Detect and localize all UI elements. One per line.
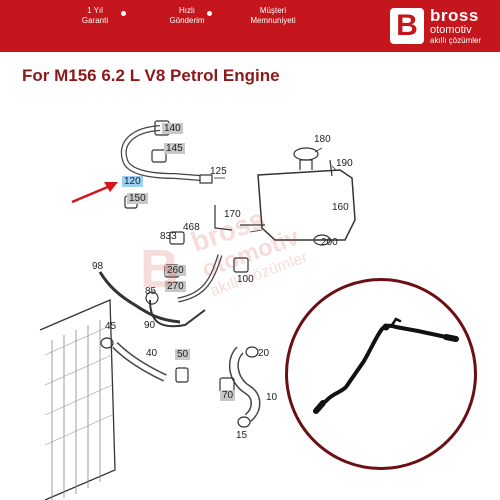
clamp-20 [245,346,259,358]
leader-170 [249,229,263,233]
hose-clip [382,323,390,331]
leader-190 [331,165,337,171]
warranty-badge: 1 Yıl Garanti [50,6,140,26]
hose-40-inner [113,343,167,381]
tag-70: 70 [220,390,236,401]
warranty-line2: Garanti [81,16,109,25]
hose-product-photo [313,317,459,414]
page-title: For M156 6.2 L V8 Petrol Engine [22,66,280,85]
pointer-arrow [71,182,118,204]
separator-dot [121,11,126,16]
label-833: 833 [160,231,177,242]
leader-180 [314,147,323,153]
radiator-outline [39,299,116,500]
label-90: 90 [144,320,156,331]
parts-diagram [39,120,356,500]
sensor-190 [329,159,333,177]
hose-end-fitting [443,334,459,342]
label-98: 98 [92,261,104,272]
label-100: 100 [237,274,254,285]
label-125: 125 [210,166,227,177]
label-15: 15 [236,430,248,441]
clamp-15 [237,416,251,428]
watermark-logo-letter: B [140,239,179,299]
label-170: 170 [224,209,241,220]
radiator-fins [51,320,101,500]
tag-120: 120 [122,176,143,187]
part-50 [175,367,189,383]
label-200: 200 [321,237,338,248]
logo-letter: B [396,9,418,42]
label-180: 180 [314,134,331,145]
satisfaction-badge: Müşteri Memnuniyeti [228,6,318,26]
tag-50: 50 [175,349,191,360]
satisfaction-line1: Müşteri [259,6,287,15]
shipping-line1: Hızlı [179,6,195,15]
hose-start-fitting [313,400,326,414]
part-85 [145,291,159,305]
tag-260: 260 [165,265,186,276]
label-40: 40 [146,348,158,359]
brand-sub: otomotiv [430,24,472,36]
line-98 [98,271,181,324]
label-468: 468 [183,222,200,233]
label-45: 45 [105,321,117,332]
expansion-tank [257,169,356,241]
bracket-170 [214,205,233,231]
hose-120-inner [122,126,201,180]
clamp-145 [151,149,167,163]
line-90 [149,299,206,328]
hose-body [324,323,448,403]
part-100 [233,257,249,273]
label-10: 10 [266,392,278,403]
hose-branch [390,317,402,327]
tag-150: 150 [127,193,148,204]
part-833 [169,231,185,245]
radiator-slats [44,324,113,446]
plug-200 [313,234,331,246]
product-photo-frame [285,278,477,470]
brand-logo: B [390,8,424,44]
brand-name: bross [430,6,479,25]
warranty-line1: 1 Yıl [87,6,103,15]
label-85: 85 [145,286,157,297]
tank-neck [299,159,313,170]
connector-125 [199,174,213,184]
shipping-line2: Gönderim [169,16,205,25]
label-190: 190 [336,158,353,169]
tag-140: 140 [162,123,183,134]
label-20: 20 [258,348,270,359]
tag-270: 270 [165,281,186,292]
satisfaction-line2: Memnuniyeti [250,16,296,25]
clamp-45 [100,337,114,349]
brand-tagline: akıllı çözümler [430,36,482,45]
shipping-badge: Hızlı Gönderim [142,6,232,26]
tag-145: 145 [164,143,185,154]
hose-100-inner [177,254,222,302]
tank-cap-180 [293,147,319,161]
hose-10-inner [230,347,259,421]
separator-dot [207,11,212,16]
label-160: 160 [332,202,349,213]
header-bar: 1 Yıl Garanti Hızlı Gönderim Müşteri Mem… [0,0,500,52]
